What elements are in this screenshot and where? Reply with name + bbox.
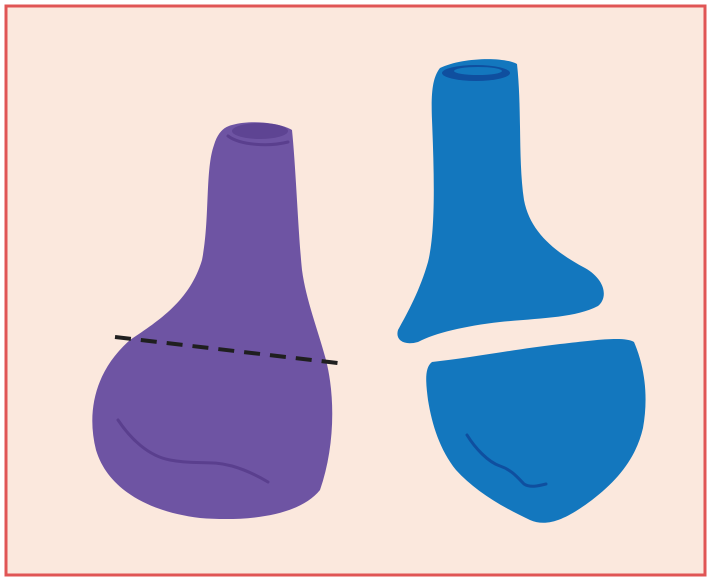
intact-balloon-neck-rim [232, 123, 288, 139]
split-balloon-top-neck-inner [454, 67, 502, 75]
